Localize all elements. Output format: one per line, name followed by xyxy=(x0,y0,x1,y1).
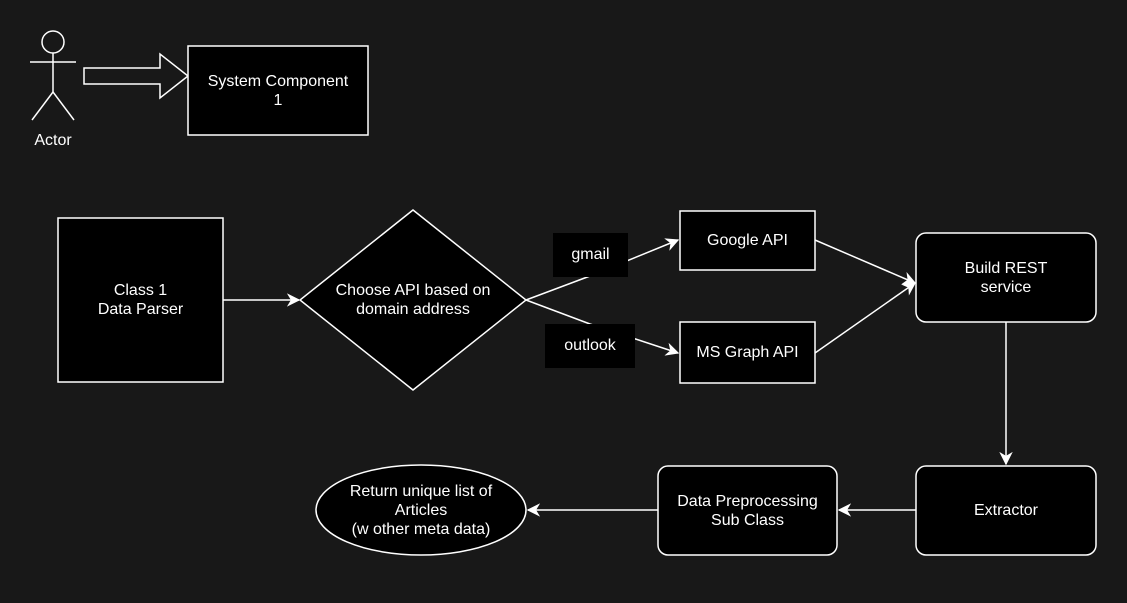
return-articles-label: Return unique list of Articles (w other … xyxy=(349,482,493,538)
build-rest-service-label: Build REST service xyxy=(964,259,1048,296)
class1-data-parser-box xyxy=(57,217,224,383)
system-component-box xyxy=(187,45,369,136)
actor-label: Actor xyxy=(34,131,72,149)
data-preprocessing-label: Data Preprocessing Sub Class xyxy=(677,492,818,529)
edge-label-outlook: outlook xyxy=(545,324,635,368)
extractor-label: Extractor xyxy=(973,502,1038,519)
actor-icon xyxy=(30,30,76,121)
return-articles-ellipse xyxy=(315,464,527,556)
edge-label-gmail: gmail xyxy=(553,233,628,277)
system-component-label: System Component 1 xyxy=(207,72,349,109)
ms-graph-api-box xyxy=(679,321,816,384)
edge-msgraph-to-rest xyxy=(814,282,917,354)
ms-graph-api-label: MS Graph API xyxy=(696,344,799,361)
google-api-label: Google API xyxy=(707,232,788,249)
edge-google-to-rest xyxy=(814,239,917,285)
block-arrow-icon xyxy=(83,52,190,100)
choose-api-label: Choose API based on domain address xyxy=(335,282,491,318)
google-api-box xyxy=(679,210,816,271)
class1-data-parser-label: Class 1 Data Parser xyxy=(97,282,184,318)
choose-api-diamond xyxy=(298,209,528,391)
